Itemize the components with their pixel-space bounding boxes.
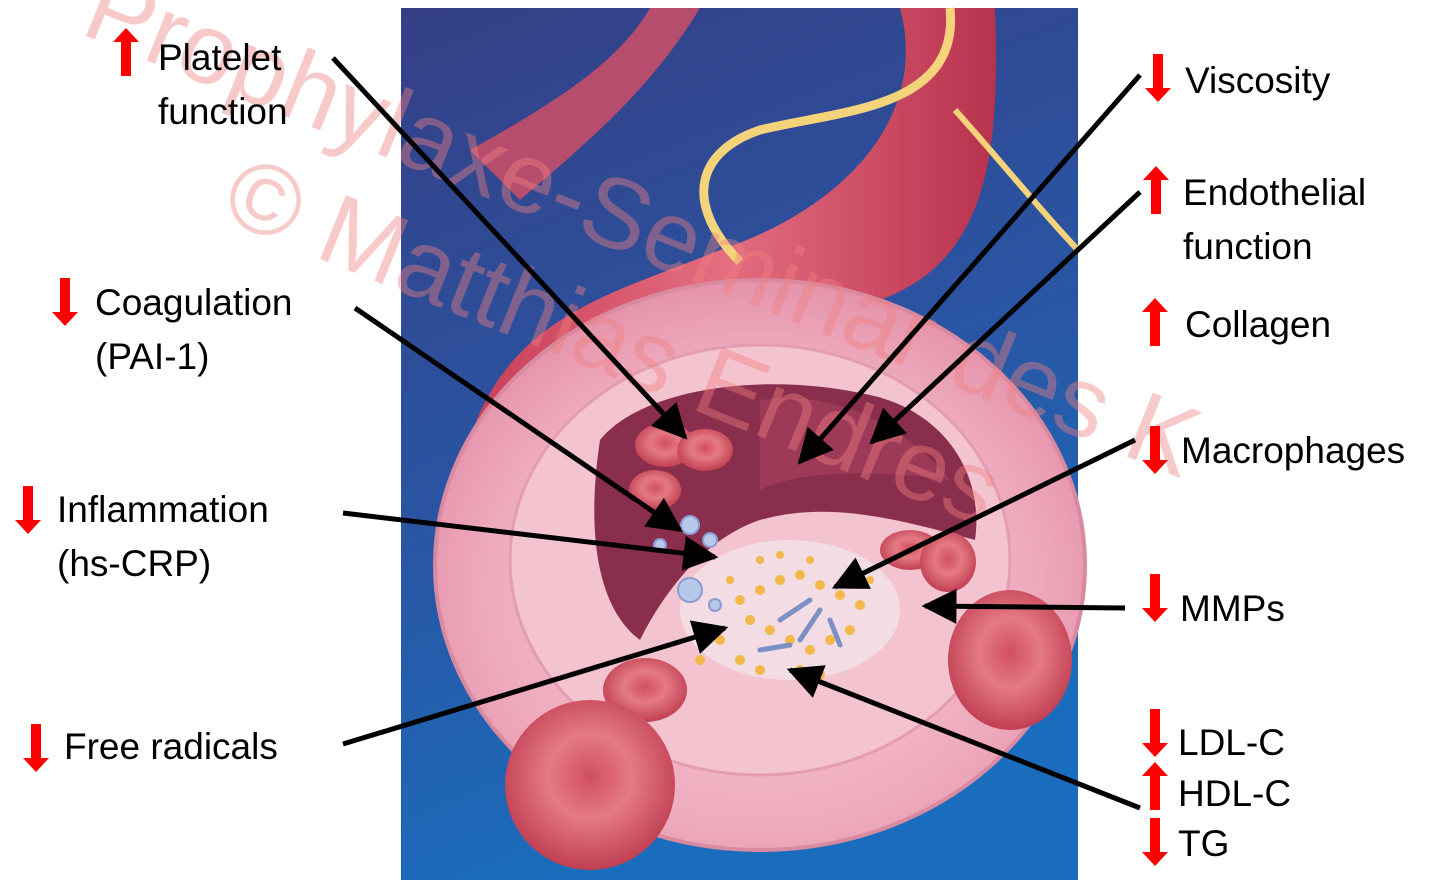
red-blood-cell bbox=[948, 590, 1072, 730]
label-text: function bbox=[158, 85, 288, 139]
label-viscosity: Viscosity bbox=[1185, 54, 1330, 108]
label-text: Endothelial bbox=[1183, 166, 1366, 220]
label-inflammation: Inflammation (hs-CRP) bbox=[57, 483, 269, 591]
label-macrophages: Macrophages bbox=[1181, 424, 1405, 478]
label-text: Platelet bbox=[158, 31, 288, 85]
label-ldl-c: LDL-C bbox=[1178, 716, 1285, 770]
label-text: function bbox=[1183, 220, 1366, 274]
label-hdl-c: HDL-C bbox=[1178, 767, 1291, 821]
red-blood-cell bbox=[920, 532, 976, 592]
label-text: Inflammation bbox=[57, 483, 269, 537]
label-coagulation: Coagulation (PAI-1) bbox=[95, 276, 292, 384]
red-blood-cell bbox=[629, 470, 681, 510]
label-text: (hs-CRP) bbox=[57, 537, 269, 591]
label-tg: TG bbox=[1178, 817, 1229, 871]
label-collagen: Collagen bbox=[1185, 298, 1331, 352]
red-blood-cell bbox=[505, 700, 675, 870]
label-endothelial-function: Endothelial function bbox=[1183, 166, 1366, 274]
label-free-radicals: Free radicals bbox=[64, 720, 278, 774]
label-text: (PAI-1) bbox=[95, 330, 292, 384]
label-mmps: MMPs bbox=[1180, 582, 1285, 636]
red-blood-cell bbox=[677, 429, 733, 471]
label-platelet-function: Platelet function bbox=[158, 31, 288, 139]
label-text: Coagulation bbox=[95, 276, 292, 330]
